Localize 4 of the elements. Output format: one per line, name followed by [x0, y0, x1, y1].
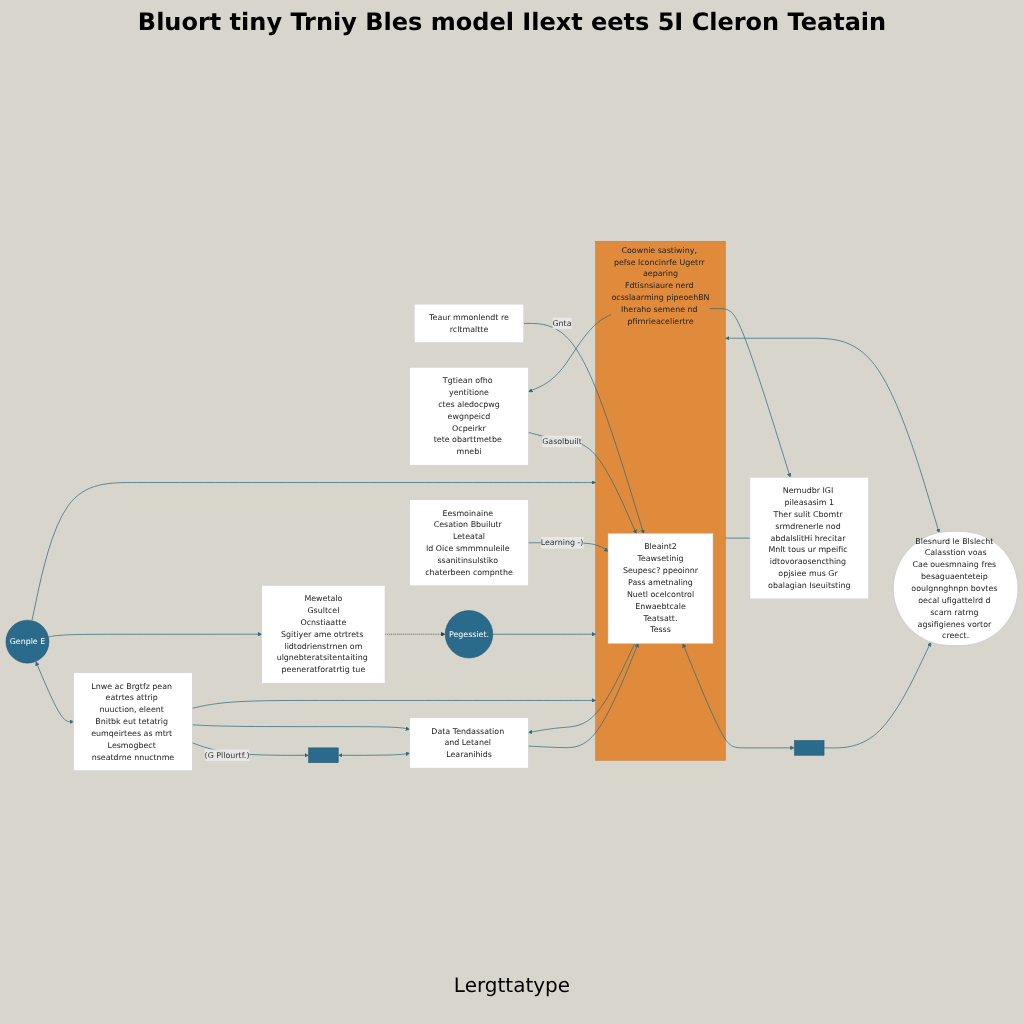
node-box: [794, 740, 825, 756]
note-label: Lergttatype: [453, 976, 571, 998]
node-box: [308, 747, 339, 763]
diagram-title: Bluort tiny Trniy Bles model Ilext eets 5I Cleron Teatain: [135, 6, 889, 36]
